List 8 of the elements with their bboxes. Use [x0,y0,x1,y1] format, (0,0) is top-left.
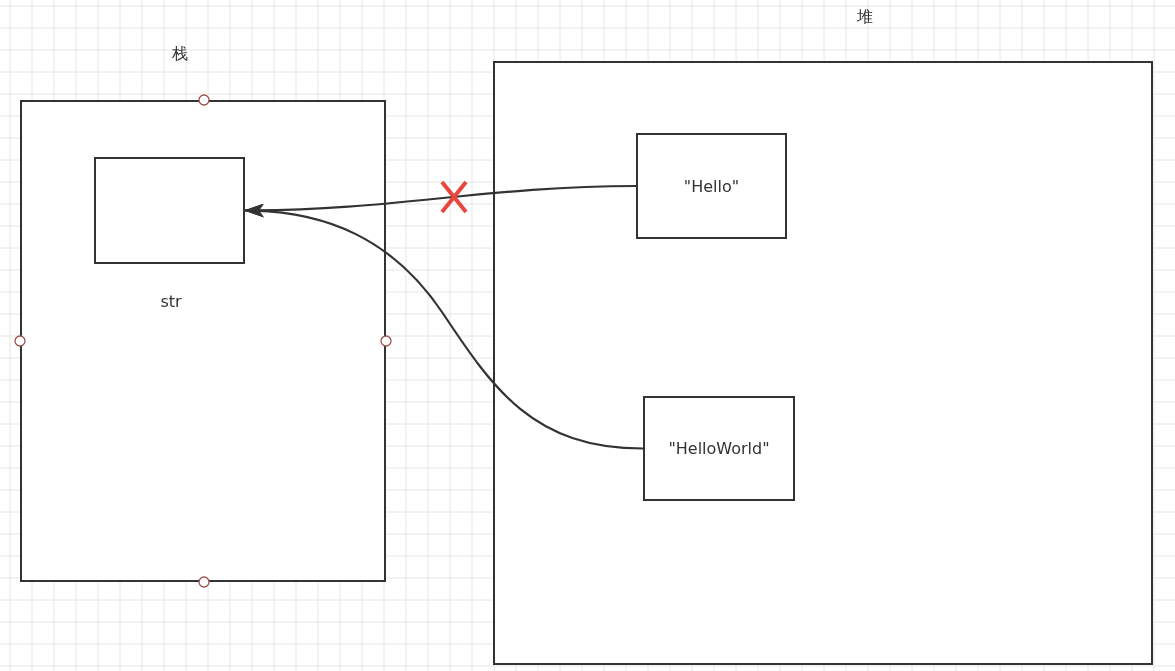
region-heading: 栈 [171,44,189,65]
value-box [643,396,795,501]
value-text: "Hello" [683,176,740,196]
variable-name: str [159,292,183,311]
value-text: "HelloWorld" [668,439,770,458]
value-box [636,133,787,239]
region-heading: 堆 [856,7,874,28]
arrow [244,204,644,450]
